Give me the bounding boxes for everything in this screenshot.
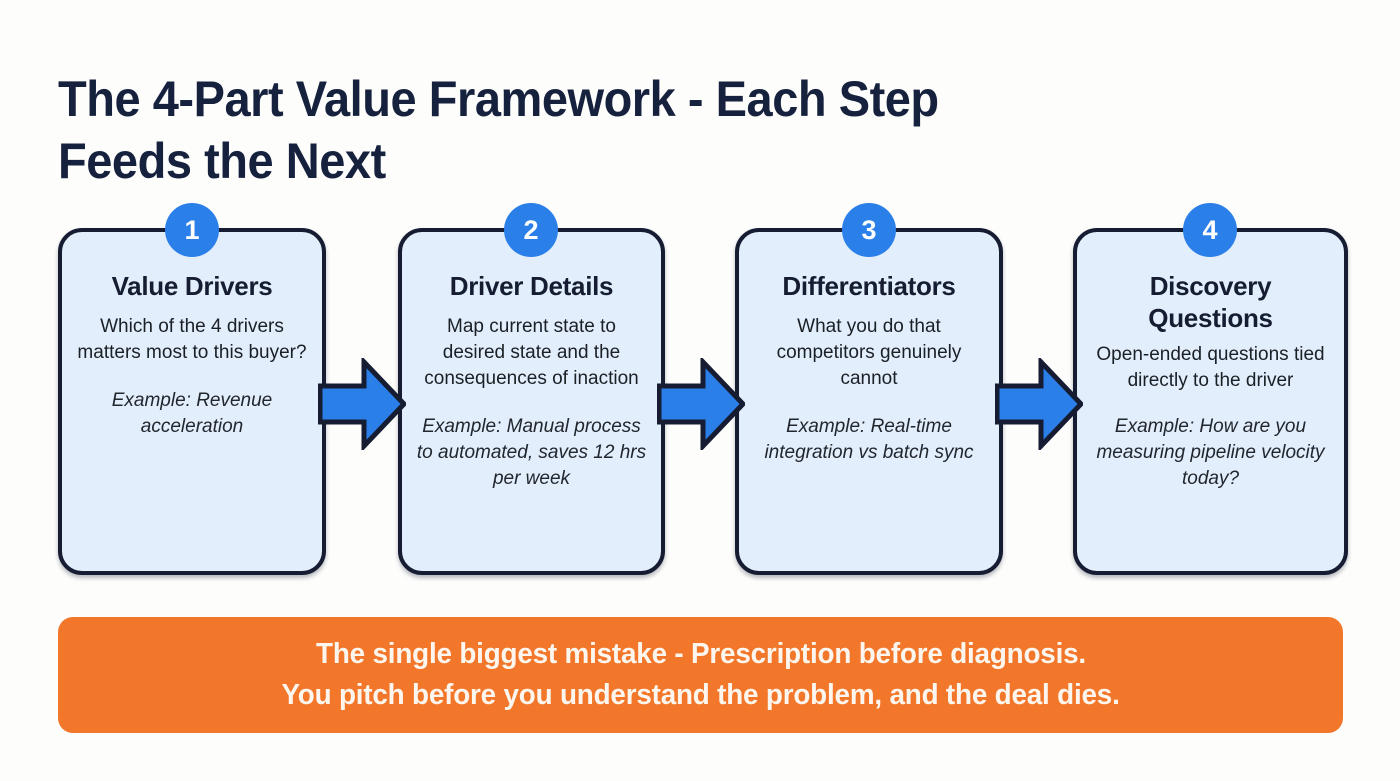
- right-arrow-icon: [995, 358, 1083, 450]
- step-number-badge-1: 1: [165, 203, 219, 257]
- page-title: The 4-Part Value Framework - Each Step F…: [58, 68, 1092, 192]
- step-example: Example: Real-time integration vs batch …: [764, 416, 974, 463]
- right-arrow-icon: [657, 358, 745, 450]
- step-example: Example: Revenue acceleration: [111, 390, 273, 437]
- page-title-line-2: Feeds the Next: [58, 132, 386, 189]
- step-number-badge-3: 3: [842, 203, 896, 257]
- step-description: Which of the 4 drivers matters most to t…: [77, 316, 307, 363]
- step-title: Discovery Questions: [1148, 271, 1273, 333]
- warning-banner-line-1: The single biggest mistake - Prescriptio…: [315, 638, 1086, 670]
- step-card-differentiators[interactable]: Differentiators What you do that competi…: [735, 228, 1003, 575]
- warning-banner: The single biggest mistake - Prescriptio…: [58, 617, 1343, 733]
- step-description: Map current state to desired state and t…: [424, 316, 639, 389]
- step-card-value-drivers[interactable]: Value Drivers Which of the 4 drivers mat…: [58, 228, 326, 575]
- step-example: Example: Manual process to automated, sa…: [416, 416, 647, 489]
- page-title-line-1: The 4-Part Value Framework - Each Step: [58, 70, 939, 127]
- step-title: Driver Details: [449, 271, 614, 301]
- step-card-discovery-questions[interactable]: Discovery Questions Open-ended questions…: [1073, 228, 1348, 575]
- warning-banner-line-2: You pitch before you understand the prob…: [281, 679, 1120, 711]
- right-arrow-icon: [318, 358, 406, 450]
- step-number-badge-2: 2: [504, 203, 558, 257]
- step-description: What you do that competitors genuinely c…: [776, 316, 962, 389]
- step-number-badge-4: 4: [1183, 203, 1237, 257]
- step-example: Example: How are you measuring pipeline …: [1096, 416, 1325, 489]
- step-description: Open-ended questions tied directly to th…: [1096, 344, 1325, 391]
- step-title: Value Drivers: [111, 271, 273, 301]
- step-card-driver-details[interactable]: Driver Details Map current state to desi…: [398, 228, 665, 575]
- step-title: Differentiators: [782, 271, 956, 301]
- steps-row: Value Drivers Which of the 4 drivers mat…: [58, 203, 1348, 575]
